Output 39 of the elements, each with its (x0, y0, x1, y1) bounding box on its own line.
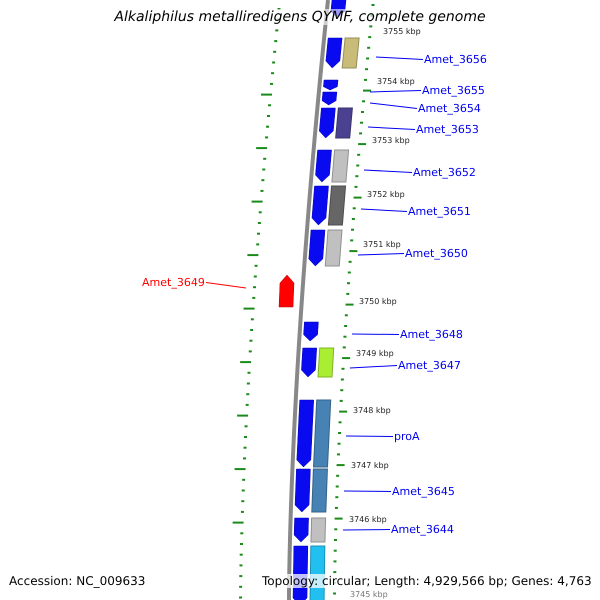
gene-label: Amet_3653 (416, 123, 479, 136)
gene-label: Amet_3647 (398, 359, 461, 372)
gene-label: Amet_3652 (413, 166, 476, 179)
scale-label: 3749 kbp (356, 349, 394, 359)
scale-label: 3755 kbp (383, 27, 421, 37)
leader-line (370, 90, 422, 92)
scale-label: 3754 kbp (377, 77, 415, 87)
scale-label: 3753 kbp (372, 136, 410, 146)
leader-line (352, 334, 400, 335)
leader-line (360, 208, 408, 212)
scale-label: 3745 kbp (350, 590, 388, 600)
gene-label: Amet_3655 (422, 84, 485, 97)
gene-label: Amet_3656 (424, 53, 487, 66)
scale-label: 3750 kbp (359, 297, 397, 307)
scale-label: 3751 kbp (363, 240, 401, 250)
scale-label: 3746 kbp (349, 515, 387, 525)
leader-line (370, 102, 418, 109)
leader-line (364, 170, 412, 173)
gene-label: Amet_3645 (392, 485, 455, 498)
gene-label: Amet_3649 (142, 276, 205, 289)
accession-text: Accession: NC_009633 (9, 574, 146, 588)
gene-label: Amet_3648 (400, 328, 463, 341)
scale-label: 3747 kbp (351, 461, 389, 471)
gene-label: Amet_3650 (405, 247, 468, 260)
topology-text: Topology: circular; Length: 4,929,566 bp; Genes: 4,763 (262, 574, 592, 588)
scale-label: 3752 kbp (367, 190, 405, 200)
leader-line (344, 490, 392, 492)
leader-line (206, 282, 246, 288)
gene-label: Amet_3651 (408, 205, 471, 218)
scale-label: 3748 kbp (353, 406, 391, 416)
leader-line (350, 365, 398, 368)
leader-line (358, 253, 404, 256)
gene-label: proA (394, 430, 420, 443)
gene-label: Amet_3644 (391, 523, 454, 536)
leader-line (346, 436, 394, 437)
leader-line (368, 126, 416, 130)
leader-line (376, 56, 424, 60)
gene-label: Amet_3654 (418, 102, 481, 115)
leader-line (342, 529, 390, 530)
